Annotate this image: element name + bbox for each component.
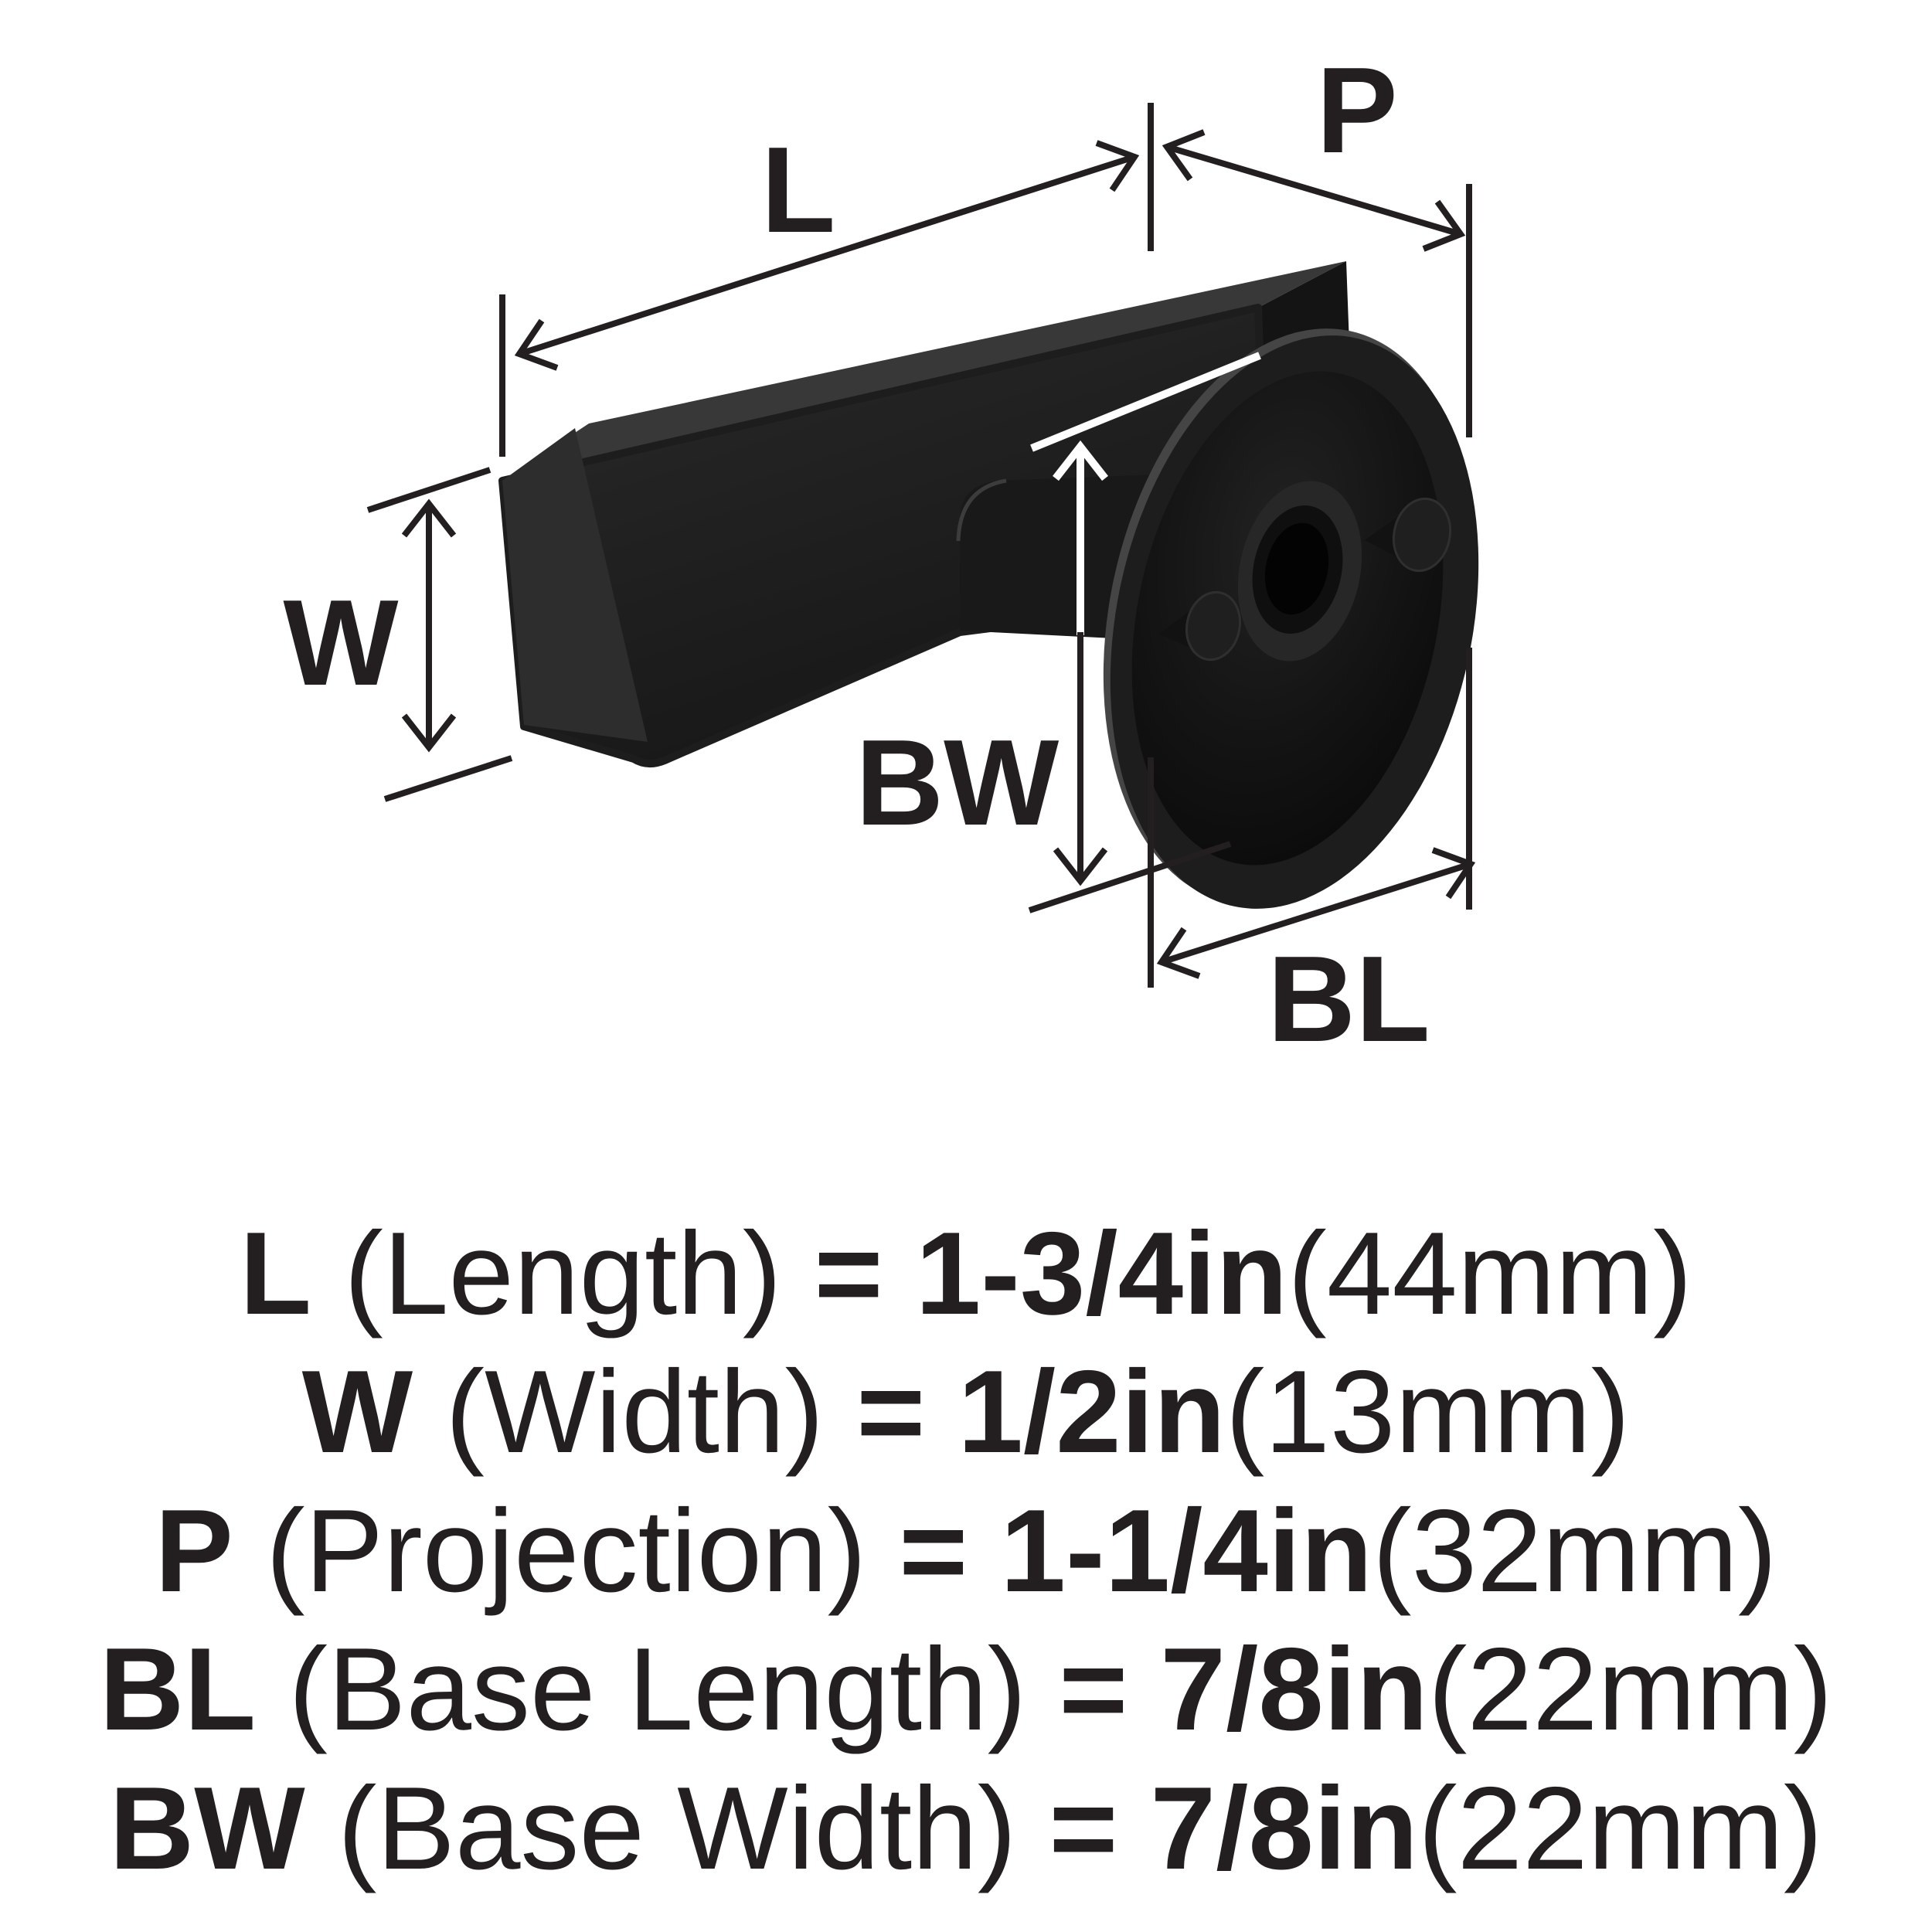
w-arrow [401,498,457,753]
p-arrow [1162,129,1466,252]
bw-arrow-upper [1053,440,1108,635]
spec-code: P [155,1485,233,1617]
spec-value: = 1-1/4in [899,1485,1372,1617]
spec-value: = 1-3/4in [815,1208,1288,1339]
stem-fillet-highlight [956,478,1007,542]
spec-value: = 1/2in [856,1346,1225,1478]
bw-tick-bottom [1028,841,1232,913]
spec-text-block: L (Length) = 1-3/4in(44mm) W (Width) = 1… [100,1208,1833,1894]
bl-dimension: BL [1148,648,1476,1067]
w-dimension: W [283,467,513,802]
spec-value: = 7/8in [1049,1763,1418,1894]
spec-name: (Width) [413,1346,856,1478]
spec-line-width: W (Width) = 1/2in(13mm) [302,1346,1631,1478]
screw-post-right [1365,497,1452,573]
spec-name: (Base Width) [305,1763,1049,1894]
spec-name: (Base Length) [256,1624,1059,1755]
spec-line-base-width: BW (Base Width) = 7/8in(22mm) [109,1763,1822,1894]
spec-code: BL [100,1624,257,1755]
w-tick-top [366,467,492,513]
bar-left-face [502,428,648,742]
l-label: L [761,122,836,258]
w-tick-bottom [383,755,513,802]
spec-metric: (32mm) [1372,1485,1777,1617]
base-plate [1103,328,1479,909]
screw-post-left [1159,590,1241,662]
spec-metric: (13mm) [1226,1346,1631,1478]
spec-metric: (22mm) [1428,1624,1833,1755]
bar-top-face [502,261,1346,481]
bl-arrow [1156,847,1476,979]
spec-code: W [302,1346,413,1478]
l-arrow [514,140,1140,371]
spec-metric: (22mm) [1418,1763,1823,1894]
spec-code: L [240,1208,311,1339]
bw-extension-top [1030,352,1261,452]
bw-dimension: BW [855,352,1261,913]
p-dimension: P [1162,43,1472,437]
knob-illustration [498,261,1479,909]
spec-name: (Projection) [233,1485,900,1617]
w-label: W [283,575,398,711]
spec-code: BW [109,1763,305,1894]
screw-hole [1264,522,1329,615]
spec-value: = 7/8in [1060,1624,1428,1755]
bw-arrow-lower [1053,632,1108,886]
spec-name: (Length) [311,1208,815,1339]
bw-label: BW [855,715,1059,851]
l-dimension: L [499,103,1154,457]
bl-label: BL [1267,931,1430,1067]
spec-line-length: L (Length) = 1-3/4in(44mm) [240,1208,1692,1339]
spec-metric: (44mm) [1287,1208,1692,1339]
p-label: P [1316,43,1397,179]
spec-line-projection: P (Projection) = 1-1/4in(32mm) [155,1485,1777,1617]
spec-line-base-length: BL (Base Length) = 7/8in(22mm) [100,1624,1833,1755]
